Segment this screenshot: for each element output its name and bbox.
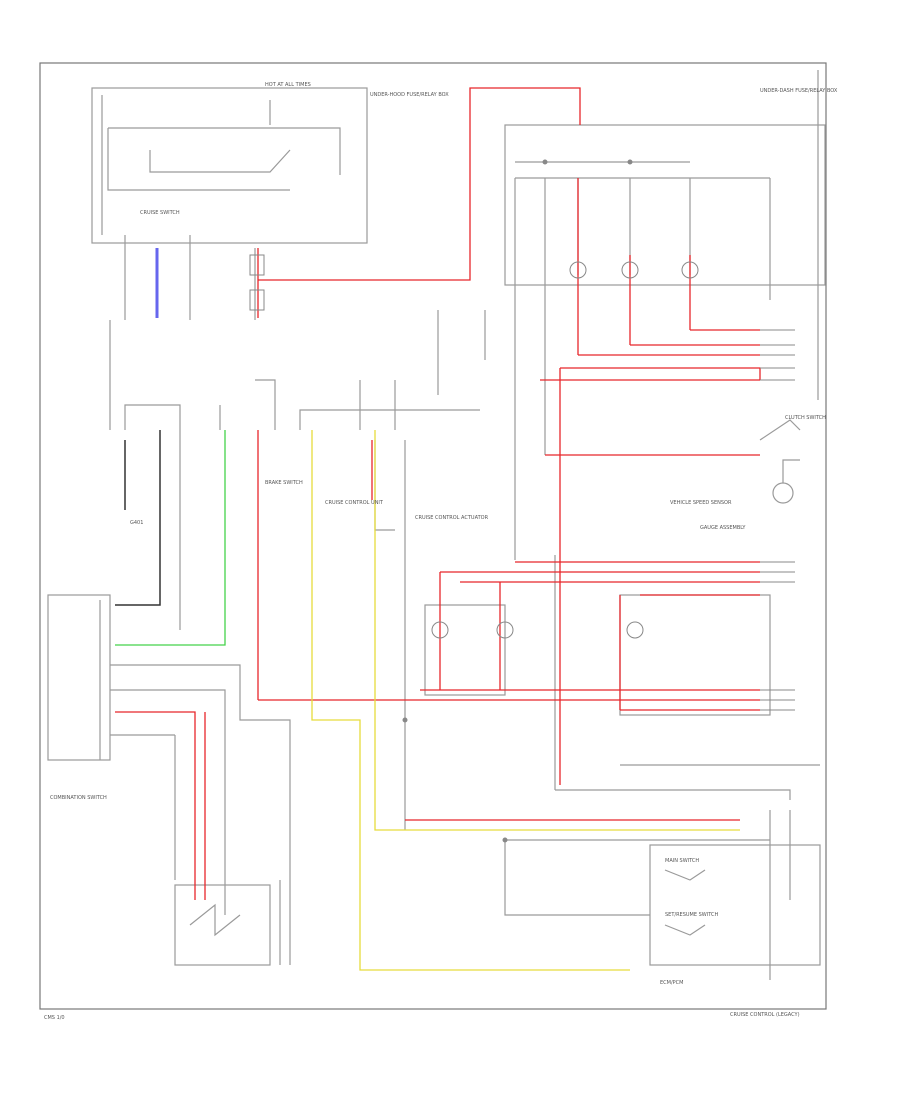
clutch-switch-label: CLUTCH SWITCH bbox=[785, 415, 826, 421]
hot-at-all-times-label: HOT AT ALL TIMES bbox=[265, 82, 311, 88]
footer-right-label: CRUISE CONTROL (LEGACY) bbox=[730, 1012, 800, 1018]
left-connector-block bbox=[47, 594, 111, 761]
actuator-1 bbox=[431, 621, 449, 639]
wire-h-665 bbox=[110, 664, 291, 965]
diagram-frame bbox=[39, 62, 827, 1010]
black-1 bbox=[115, 430, 161, 606]
switch-inner-box bbox=[107, 128, 290, 191]
red-h-368 bbox=[560, 367, 761, 380]
yellow-1 bbox=[311, 430, 630, 971]
node-3 bbox=[542, 159, 548, 165]
yellow-2 bbox=[374, 430, 740, 831]
cruise-control-unit-label: CRUISE CONTROL UNIT bbox=[325, 500, 383, 506]
control-unit-box bbox=[649, 844, 821, 966]
red-wires bbox=[115, 87, 761, 900]
page-number: CMS 1/0 bbox=[44, 1015, 65, 1021]
module-middle bbox=[424, 604, 506, 696]
brake-switch-label: BRAKE SWITCH bbox=[265, 480, 303, 486]
gauge-assembly-label: GAUGE ASSEMBLY bbox=[700, 525, 746, 531]
ground-label: G401 bbox=[130, 520, 144, 526]
underhood-fuse-box-label: UNDER-HOOD FUSE/RELAY BOX bbox=[370, 92, 449, 98]
right-terminals bbox=[760, 329, 795, 711]
bottom-left-switch bbox=[174, 884, 271, 966]
node-4 bbox=[627, 159, 633, 165]
br-wire-1 bbox=[504, 840, 650, 916]
ecm-pcm-label: ECM/PCM bbox=[660, 980, 684, 986]
module-right bbox=[619, 594, 771, 716]
yellow-wires bbox=[311, 430, 740, 971]
combination-switch-label: COMBINATION SWITCH bbox=[50, 795, 107, 801]
cruise-switch-label: CRUISE SWITCH bbox=[140, 210, 180, 216]
node-1 bbox=[402, 717, 408, 723]
set-resume-label: SET/RESUME SWITCH bbox=[665, 912, 719, 918]
switch-inner-line bbox=[108, 127, 341, 175]
vss-label: VEHICLE SPEED SENSOR bbox=[670, 500, 732, 506]
switch-right bbox=[759, 419, 801, 441]
red-left-bottom bbox=[115, 711, 196, 900]
components bbox=[249, 159, 699, 843]
relay-1 bbox=[569, 261, 587, 279]
node-2 bbox=[502, 837, 508, 843]
relay-2 bbox=[621, 261, 639, 279]
gray-wires bbox=[47, 70, 826, 980]
wire-left-2 bbox=[124, 404, 181, 430]
actuator-3 bbox=[626, 621, 644, 639]
br-switch-1 bbox=[664, 869, 706, 881]
under-dash-fuse-box-label: UNDER-DASH FUSE/RELAY BOX bbox=[760, 88, 838, 94]
main-switch-label: MAIN SWITCH bbox=[665, 858, 700, 864]
sensor-lead bbox=[782, 459, 800, 483]
relay-3 bbox=[681, 261, 699, 279]
green-wire bbox=[115, 430, 226, 646]
red-top bbox=[258, 87, 581, 281]
br-switch-2 bbox=[664, 924, 706, 936]
bl-contact bbox=[189, 903, 241, 937]
fuse-1 bbox=[249, 254, 265, 276]
fuse-2 bbox=[249, 289, 265, 311]
black-wires bbox=[115, 430, 161, 606]
tr-box bbox=[504, 124, 826, 286]
cruise-switch-box bbox=[91, 87, 368, 244]
wire-mid-3 bbox=[299, 409, 480, 430]
actuator-label: CRUISE CONTROL ACTUATOR bbox=[415, 515, 489, 521]
switch-arm bbox=[149, 149, 291, 173]
actuator-2 bbox=[496, 621, 514, 639]
wire-790 bbox=[555, 789, 791, 800]
wire-h-690 bbox=[110, 689, 226, 915]
wire-mid-1 bbox=[255, 379, 276, 430]
sensor-circle bbox=[772, 482, 794, 504]
wire-mid-8 bbox=[374, 440, 395, 531]
